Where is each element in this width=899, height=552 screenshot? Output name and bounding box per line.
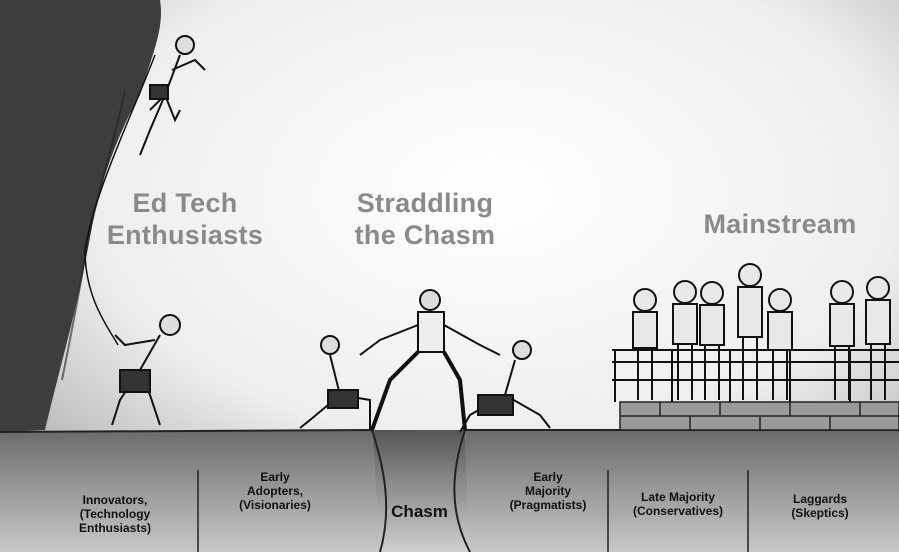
- heading-straddling-the-chasm: Straddling the Chasm: [354, 188, 496, 250]
- segment-late-majority: Late Majority (Conservatives): [632, 490, 724, 518]
- climbing-rope: [84, 54, 156, 346]
- segment-early-majority: Early Majority (Pragmatists): [509, 470, 587, 512]
- segment-innovators: Innovators, (Technology Enthusiasts): [78, 493, 151, 535]
- chasm-gap: [372, 430, 470, 552]
- heading-mainstream: Mainstream: [703, 209, 857, 239]
- stone-wall: [619, 401, 899, 431]
- heading-ed-tech-enthusiasts: Ed Tech Enthusiasts: [106, 188, 264, 250]
- belayer-figure: [111, 314, 181, 426]
- bridge-figures: [299, 289, 551, 433]
- segment-chasm: Chasm: [391, 502, 448, 521]
- ground-right: [465, 430, 899, 552]
- climber-figure: [139, 35, 206, 156]
- crowd-figures: [632, 263, 891, 400]
- segment-laggards: Laggards (Skeptics): [791, 492, 849, 520]
- segment-early-adopters: Early Adopters, (Visionaries): [239, 470, 311, 512]
- ground-left: [0, 430, 380, 552]
